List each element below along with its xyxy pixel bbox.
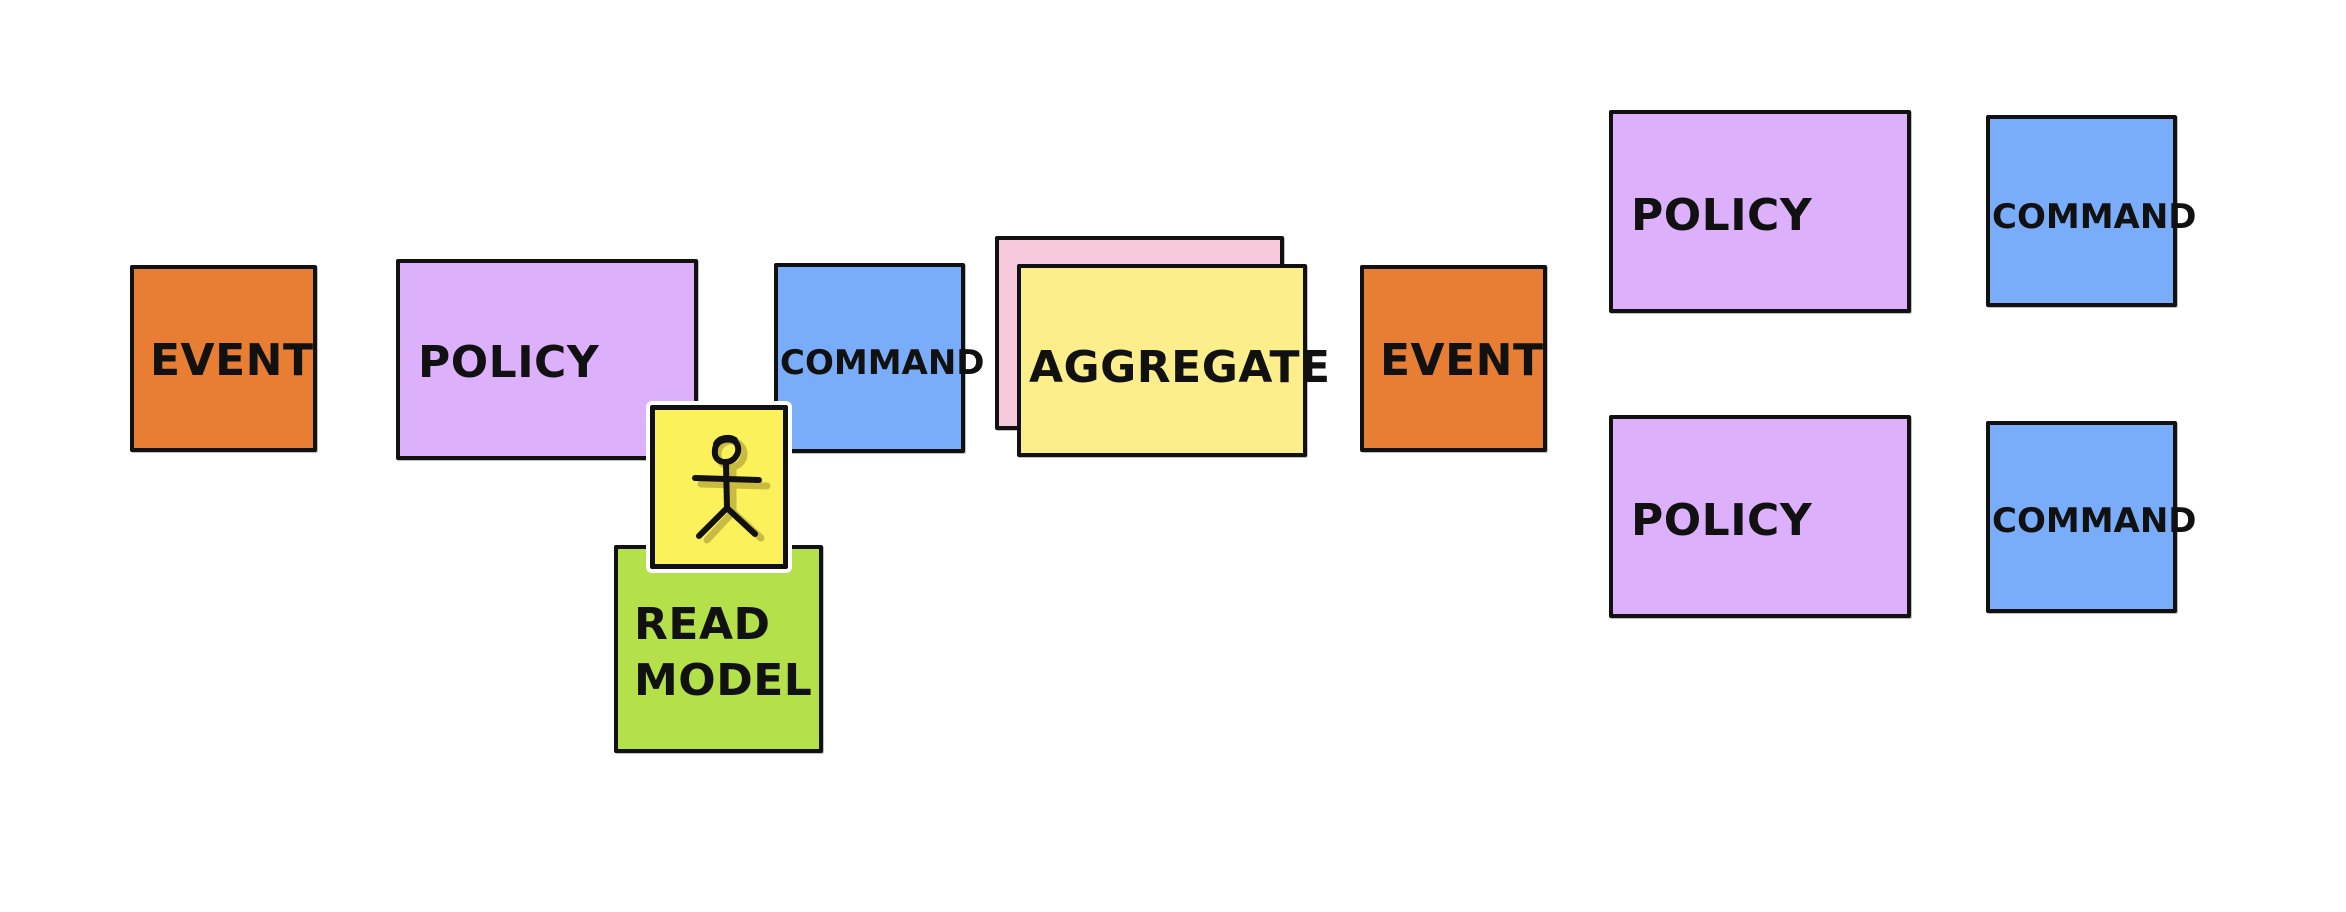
command-note-3-label: COMMAND — [1992, 501, 2197, 541]
policy-sticky-note-3[interactable]: POLICY — [1609, 415, 1911, 618]
stick-figure-icon — [692, 434, 771, 544]
event-note-2-label: EVENT — [1380, 335, 1544, 386]
actor-sticky-note[interactable] — [646, 401, 792, 573]
read-model-label-line-2: MODEL — [634, 655, 813, 706]
policy-note-2-label: POLICY — [1631, 190, 1813, 241]
read-model-sticky-note[interactable]: READ MODEL — [614, 545, 823, 753]
command-note-2-label: COMMAND — [1992, 197, 2197, 237]
command-note-1-label: COMMAND — [780, 343, 985, 383]
event-sticky-note-1[interactable]: EVENT — [130, 265, 317, 452]
policy-note-1-label: POLICY — [418, 337, 600, 388]
read-model-label-line-1: READ — [634, 599, 771, 650]
event-note-1-label: EVENT — [150, 335, 314, 386]
policy-sticky-note-1[interactable]: POLICY — [396, 259, 698, 460]
aggregate-sticky-note[interactable]: AGGREGATE — [1017, 264, 1330, 457]
aggregate-note-label: AGGREGATE — [1029, 342, 1331, 393]
policy-note-3-label: POLICY — [1631, 495, 1813, 546]
policy-sticky-note-2[interactable]: POLICY — [1609, 110, 1911, 313]
event-sticky-note-2[interactable]: EVENT — [1360, 265, 1547, 452]
command-sticky-note-2[interactable]: COMMAND — [1986, 115, 2197, 307]
command-sticky-note-3[interactable]: COMMAND — [1986, 421, 2197, 613]
command-sticky-note-1[interactable]: COMMAND — [774, 263, 985, 453]
